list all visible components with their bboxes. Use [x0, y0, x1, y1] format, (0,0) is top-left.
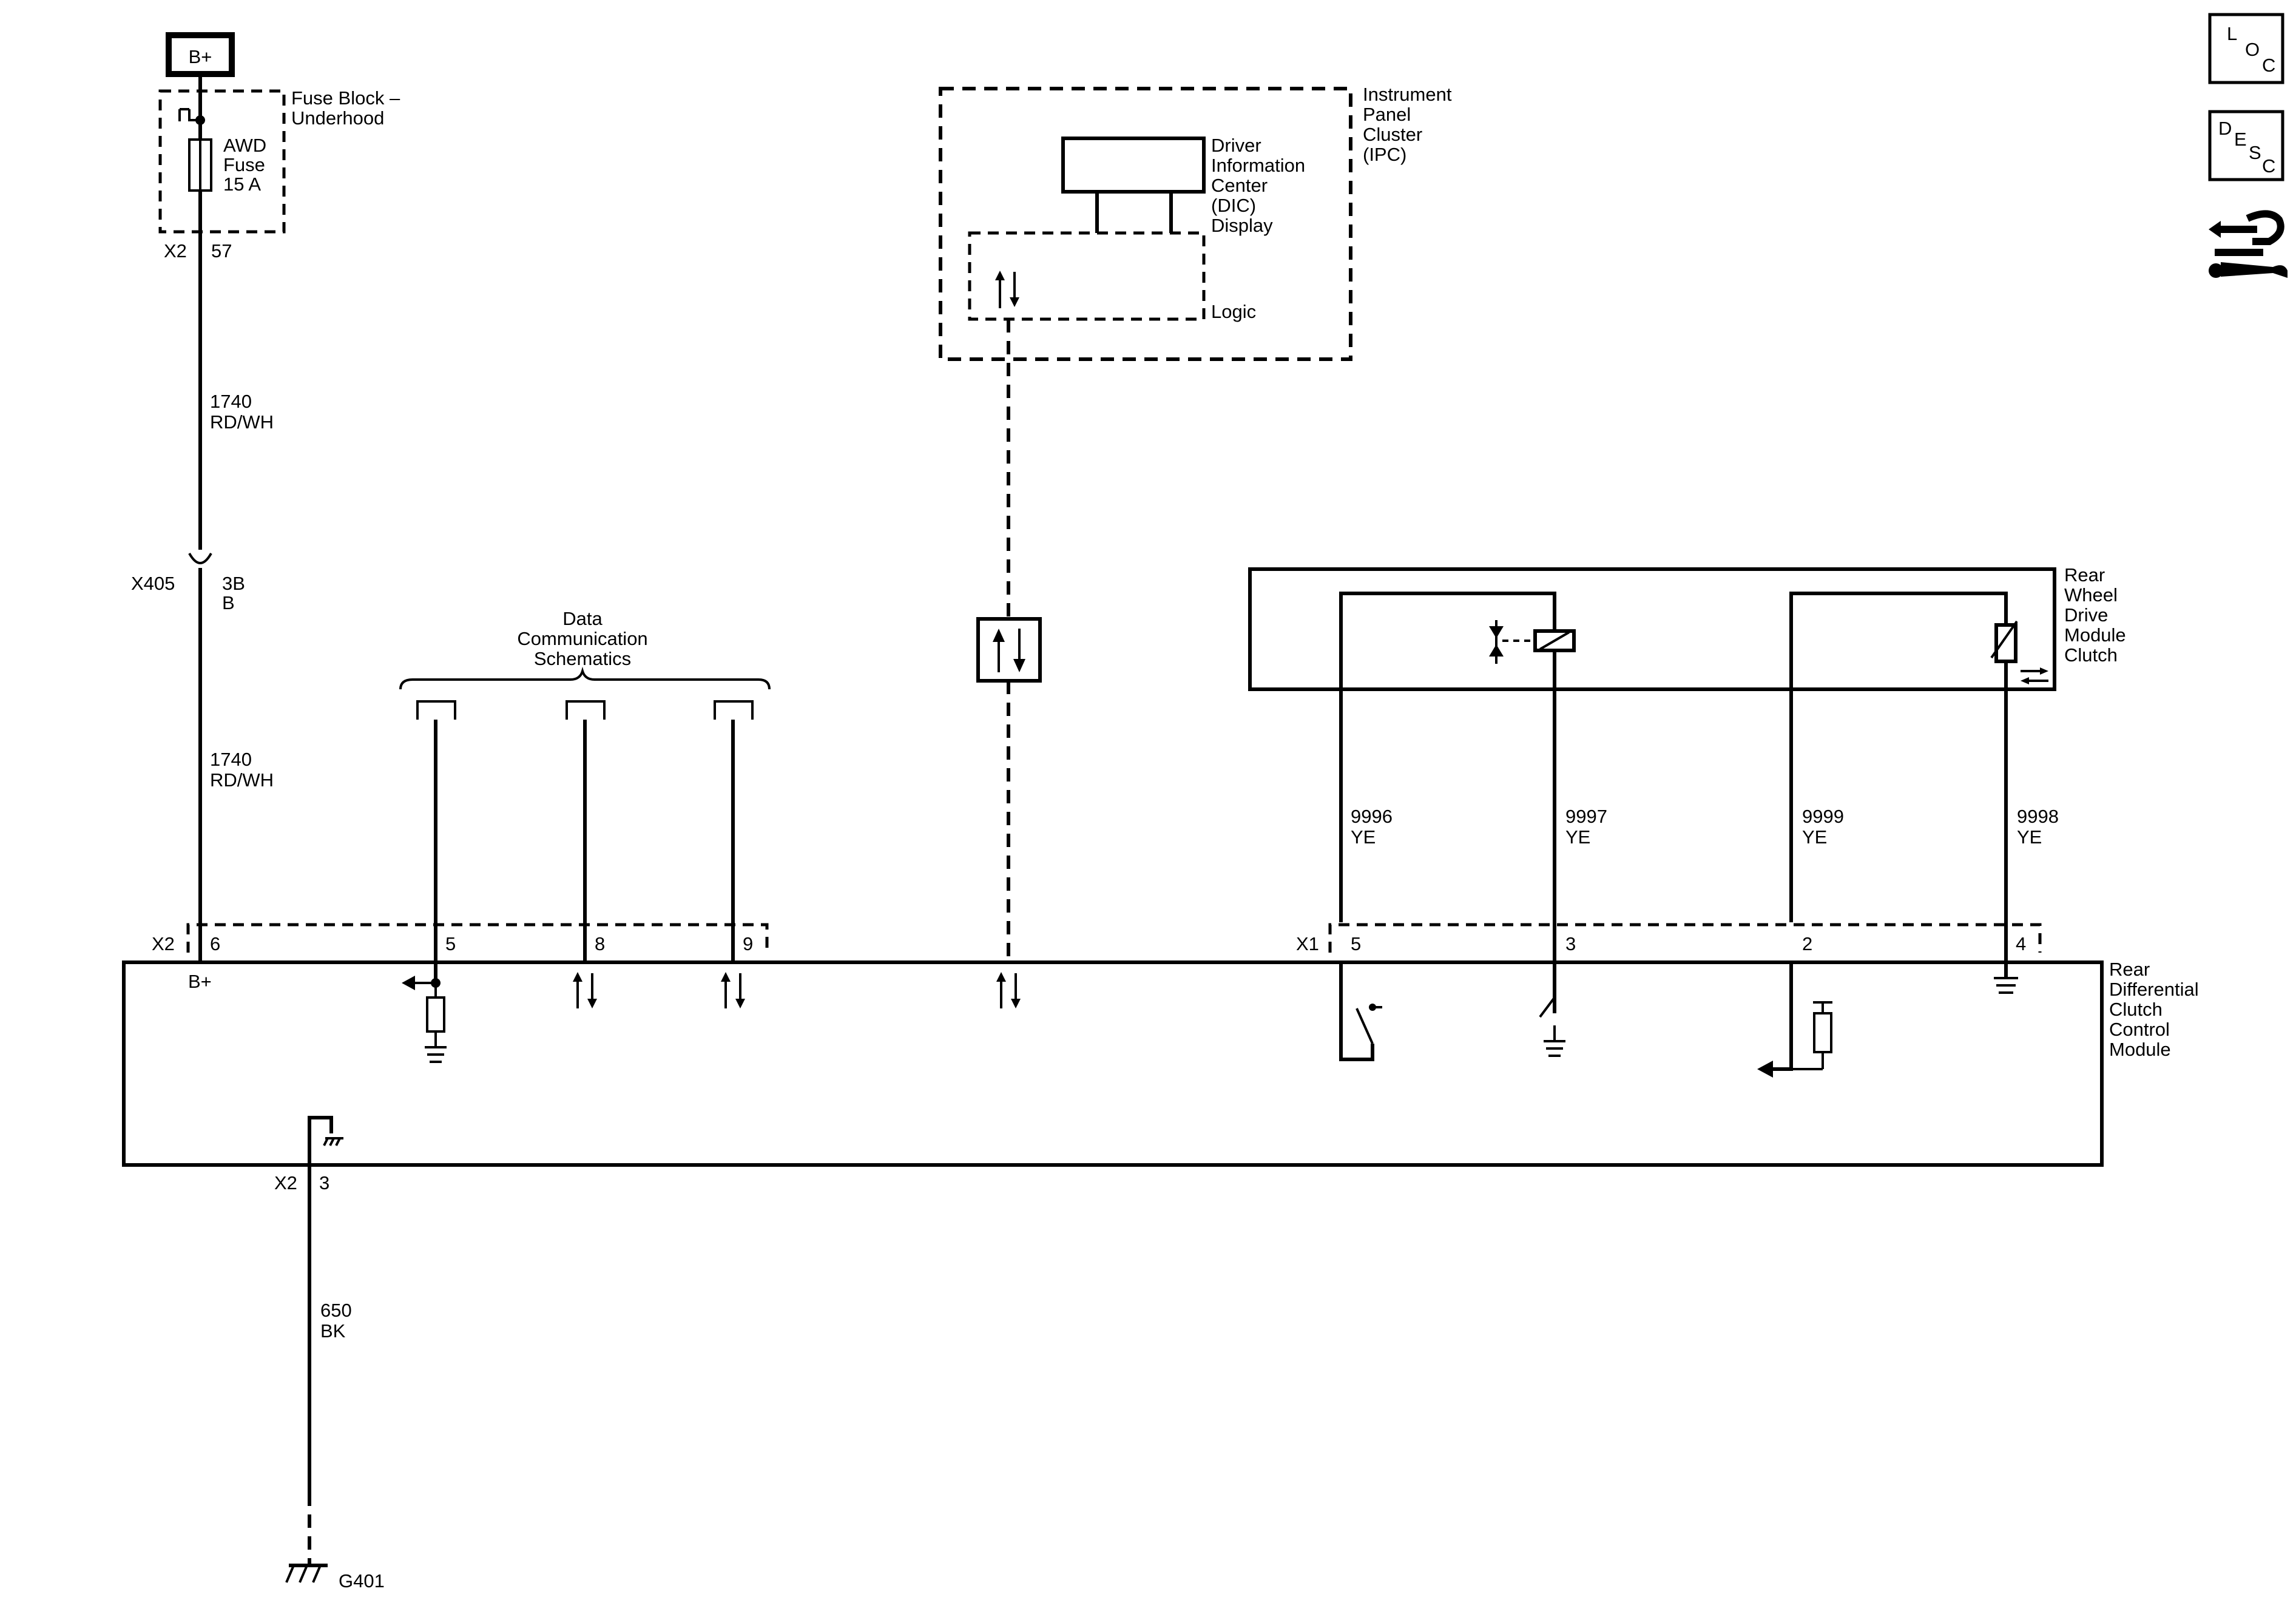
module-title-4: Control — [2109, 1019, 2170, 1040]
serial-data-symbol-icon — [976, 617, 1042, 683]
loc-letter-c: C — [2262, 55, 2275, 76]
x1-connector-label: X1 — [1296, 933, 1319, 954]
rear-differential-clutch-control-module: Rear Differential Clutch Control Module … — [122, 959, 2199, 1167]
x1-connector-outline — [1328, 923, 2042, 953]
wire-a-number: 1740 — [210, 391, 252, 412]
rwd-title-1: Rear — [2064, 564, 2105, 586]
x1-pin-4: 4 — [2016, 933, 2026, 954]
fuse-block-title-2: Underhood — [291, 107, 384, 129]
rwd-title-5: Clutch — [2064, 644, 2118, 666]
loc-letter-l: L — [2227, 23, 2237, 44]
dic-label-1: Driver — [1211, 135, 1261, 156]
wire-9998-color: YE — [2017, 826, 2042, 848]
ipc-logic-label: Logic — [1211, 301, 1256, 322]
inline-connector-x405: X405 3B B — [131, 552, 245, 613]
fuse-name-1: AWD — [223, 135, 266, 156]
desc-letter-s: S — [2249, 142, 2261, 163]
fuse-pin-label: 57 — [211, 240, 232, 262]
rwd-title-3: Drive — [2064, 604, 2108, 626]
serial-data-arrows-pin9-icon — [721, 972, 745, 1008]
fuse-block: Fuse Block – Underhood AWD Fuse 15 A — [158, 87, 400, 234]
switch-icon — [1356, 1004, 1382, 1044]
wire-ground-color: BK — [320, 1320, 346, 1342]
wire-9997-color: YE — [1565, 826, 1590, 848]
desc-letter-e: E — [2234, 129, 2247, 150]
serial-data-arrows-pin8-icon — [573, 972, 597, 1008]
wire-b-color: RD/WH — [210, 769, 274, 791]
module-title-2: Differential — [2109, 979, 2199, 1000]
loc-letter-o: O — [2245, 39, 2260, 60]
data-comm-line1: Data — [562, 608, 603, 629]
rwd-title-4: Module — [2064, 624, 2126, 646]
x2-pin-6: 6 — [210, 933, 220, 954]
dic-label-4: (DIC) — [1211, 195, 1256, 216]
instrument-panel-cluster: Instrument Panel Cluster (IPC) Driver In… — [939, 84, 1452, 361]
description-icon[interactable]: D E S C — [2208, 110, 2284, 181]
wire-9999-number: 9999 — [1802, 806, 1844, 827]
x1-pin-5: 5 — [1351, 933, 1361, 954]
rwd-title-2: Wheel — [2064, 584, 2118, 606]
dic-label-2: Information — [1211, 155, 1305, 176]
position-sensor-arrows-icon — [2021, 667, 2048, 684]
module-title-5: Module — [2109, 1039, 2171, 1060]
inline-conn-name: X405 — [131, 573, 175, 594]
wire-9997-number: 9997 — [1565, 806, 1607, 827]
dic-label-3: Center — [1211, 175, 1268, 196]
fuse-name-2: Fuse — [223, 154, 265, 175]
inline-conn-pin: 3B — [222, 573, 245, 594]
module-title-3: Clutch — [2109, 999, 2163, 1020]
chassis-ground-icon — [323, 1137, 343, 1146]
data-comm-line3: Schematics — [534, 648, 631, 669]
desc-letter-c: C — [2262, 155, 2275, 177]
x2-pin-8: 8 — [595, 933, 605, 954]
ground-g401-icon — [285, 1564, 328, 1583]
wire-9996-number: 9996 — [1351, 806, 1393, 827]
location-icon[interactable]: L O C — [2208, 13, 2284, 84]
data-comm-reference: Data Communication Schematics — [399, 608, 771, 720]
fuse-connector-label: X2 — [164, 240, 187, 262]
ground-connector-label: X2 — [274, 1172, 297, 1193]
solenoid-valve-icon — [1489, 620, 1504, 664]
wire-9999-color: YE — [1802, 826, 1827, 848]
wire-a-color: RD/WH — [210, 411, 274, 433]
ground-name: G401 — [339, 1570, 385, 1592]
fuse-rating: 15 A — [223, 174, 261, 195]
battery-terminal: B+ — [166, 32, 235, 77]
dic-label-5: Display — [1211, 215, 1273, 236]
battery-label: B+ — [189, 46, 212, 67]
connector-end-view-icon[interactable] — [2209, 206, 2288, 285]
x2-pin-9: 9 — [743, 933, 753, 954]
ipc-logic-serial-arrows-icon — [995, 271, 1019, 308]
ipc-title-1: Instrument — [1363, 84, 1452, 105]
ipc-title-2: Panel — [1363, 104, 1411, 125]
rwd-module-clutch: Rear Wheel Drive Module Clutch — [1248, 564, 2126, 922]
ipc-title-3: Cluster — [1363, 124, 1422, 145]
wire-b-number: 1740 — [210, 749, 252, 770]
ground-symbol-x1-4-icon — [1994, 977, 2018, 994]
module-title-1: Rear — [2109, 959, 2150, 980]
wire-9998-number: 9998 — [2017, 806, 2059, 827]
x1-pin-3: 3 — [1565, 933, 1576, 954]
data-comm-line2: Communication — [517, 628, 647, 649]
x2-connector-outline — [186, 923, 769, 953]
ground-symbol-icon — [425, 1046, 447, 1063]
ipc-title-4: (IPC) — [1363, 144, 1406, 165]
inline-conn-sub: B — [222, 592, 235, 613]
wire-9996-color: YE — [1351, 826, 1376, 848]
wire-ground-number: 650 — [320, 1300, 352, 1321]
fuse-block-title-1: Fuse Block – — [291, 87, 400, 109]
x2-connector-label: X2 — [152, 933, 175, 954]
module-bplus-label: B+ — [188, 971, 212, 992]
serial-data-arrows-ipc-icon — [996, 972, 1021, 1008]
x1-pin-2: 2 — [1802, 933, 1812, 954]
x2-pin-5: 5 — [445, 933, 456, 954]
ground-pin-label: 3 — [319, 1172, 329, 1193]
desc-letter-d: D — [2218, 118, 2232, 139]
ground-symbol-x1-3-icon — [1544, 1040, 1565, 1057]
